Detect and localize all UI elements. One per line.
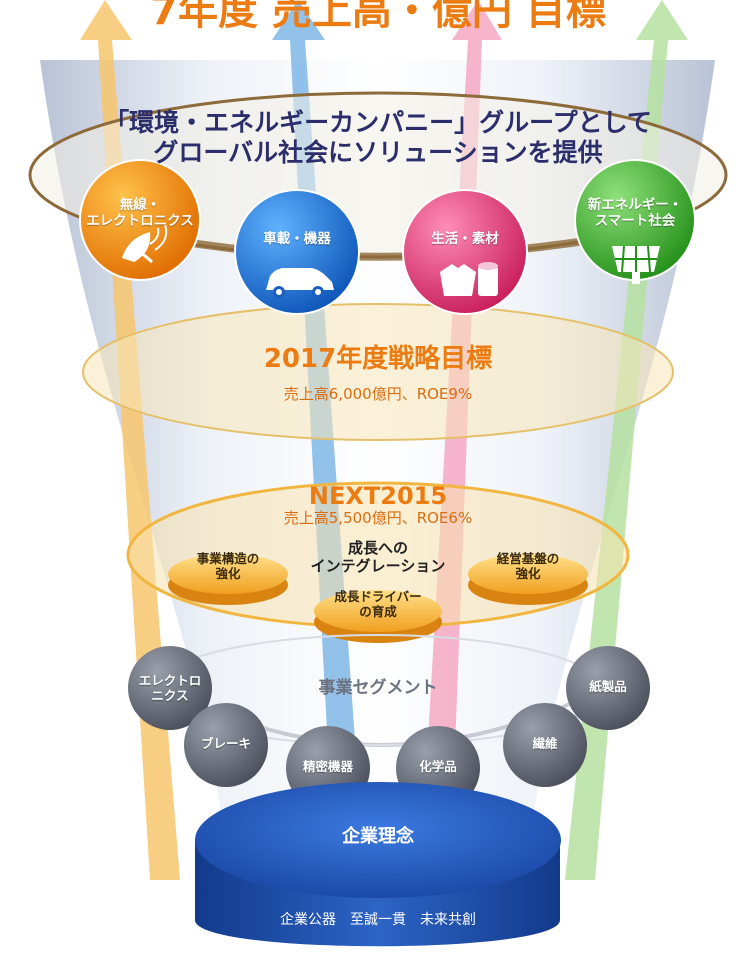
- target-2017-subtitle: 売上高6,000億円、ROE9%: [283, 385, 473, 403]
- next2015-subtitle: 売上高5,500億円、ROE6%: [283, 509, 473, 527]
- banner-text: 7年度 売上高・億円 目標: [150, 0, 606, 34]
- arrow-pink: [420, 0, 502, 880]
- domain-label-new-energy: 新エネルギー・ スマート社会: [587, 197, 683, 229]
- segment-label-electronics: エレクトロ ニクス: [138, 673, 202, 703]
- arrow-blue: [272, 0, 365, 880]
- target-2017-title: 2017年度戦略目標: [263, 344, 493, 374]
- segment-circles: [128, 646, 650, 810]
- initiative-discs: [168, 554, 588, 643]
- segment-label-chemicals: 化学品: [419, 759, 457, 774]
- disc-label-growth-driver: 成長ドライバー の育成: [334, 589, 422, 619]
- philosophy-base: [195, 782, 561, 947]
- segment-label-precision: 精密機器: [302, 759, 353, 774]
- integration-label: 成長への インテグレーション: [310, 539, 446, 575]
- satellite-dish-icon: [122, 224, 168, 264]
- target-2017-ring: [82, 303, 674, 441]
- banner: 7年度 売上高・億円 目標: [150, 0, 606, 34]
- solar-panel-icon: [612, 245, 660, 284]
- philosophy-title: 企業理念: [342, 826, 414, 847]
- segment-label-paper: 紙製品: [589, 679, 627, 694]
- disc-label-management-base: 経営基盤の 強化: [496, 551, 560, 581]
- segment-label-textiles: 繊維: [532, 736, 558, 751]
- domain-connector: [144, 228, 641, 261]
- disc-label-business-structure: 事業構造の 強化: [196, 551, 260, 581]
- car-icon: [266, 268, 334, 298]
- next2015-title: NEXT2015: [308, 482, 448, 510]
- philosophy-values: 企業公器 至誠一貫 未来共創: [280, 912, 476, 928]
- segment-label-brake: ブレーキ: [200, 736, 251, 751]
- shirt-paper-roll-icon: [440, 262, 498, 296]
- domain-label-wireless: 無線・ エレクトロニクス: [86, 197, 194, 229]
- segments-title: 事業セグメント: [318, 678, 438, 698]
- domain-label-living: 生活・素材: [431, 231, 499, 247]
- vision-title: 「環境・エネルギーカンパニー」グループとして グローバル社会にソリューションを提…: [104, 108, 652, 167]
- domain-label-automotive: 車載・機器: [263, 231, 331, 247]
